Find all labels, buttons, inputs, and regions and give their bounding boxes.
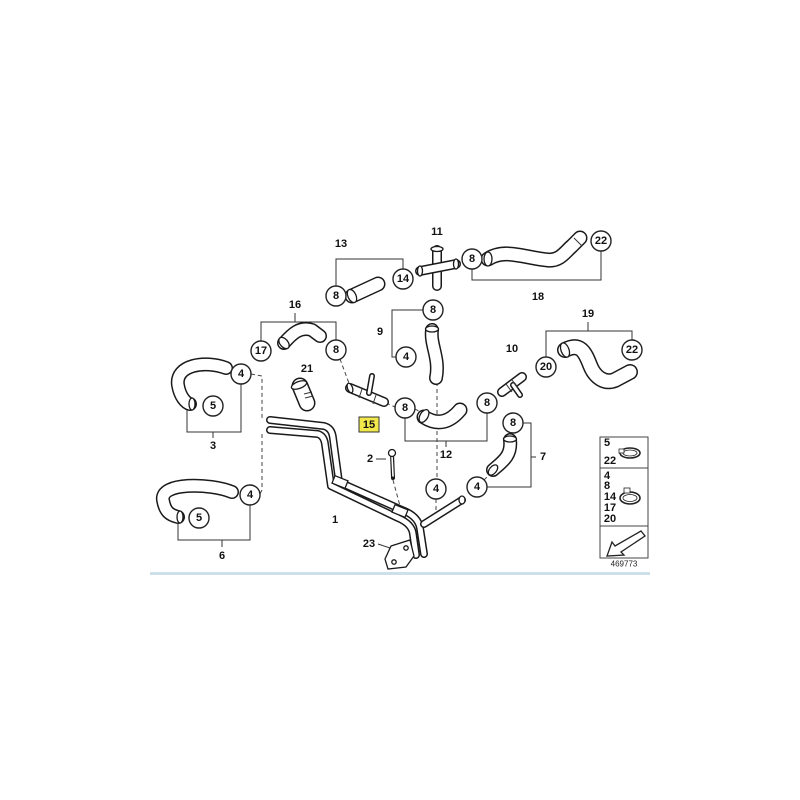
callout-8: 8 (476, 392, 498, 414)
callout-label: 5 (196, 512, 202, 524)
callout-8: 8 (325, 339, 347, 361)
hose-7 (486, 433, 518, 477)
label-2: 2 (367, 453, 373, 465)
bracket-23 (384, 539, 415, 570)
label-10: 10 (506, 343, 518, 355)
arrow-icon (606, 530, 646, 557)
callout-label: 8 (430, 304, 436, 316)
callout-8: 8 (502, 412, 524, 434)
callout-8: 8 (325, 285, 347, 307)
label-9: 9 (377, 326, 383, 338)
hose-16 (277, 322, 327, 350)
legend-clamp-small-1: 22 (604, 455, 616, 467)
label-15: 15 (363, 419, 375, 431)
highlight-box (358, 416, 380, 433)
callout-label: 4 (247, 489, 254, 501)
callout-label: 8 (484, 397, 490, 409)
callout-label: 14 (397, 273, 410, 285)
sleeve-21 (290, 377, 316, 412)
callout-14: 14 (392, 268, 414, 290)
callout-label: 4 (403, 351, 410, 363)
callout-5: 5 (202, 395, 224, 417)
callout-17: 17 (250, 340, 272, 362)
hose-13 (344, 276, 386, 304)
callout-20: 20 (535, 356, 557, 378)
legend-clamp-large-3: 17 (604, 502, 616, 514)
callout-label: 4 (238, 368, 245, 380)
label-1: 1 (332, 514, 338, 526)
circled-callouts: 14 8 8 22 8 4 17 8 4 5 8 8 8 20 22 4 5 4… (188, 230, 643, 529)
callout-4: 4 (466, 476, 488, 498)
callout-label: 20 (540, 361, 552, 373)
hose-clamp-icon (618, 447, 641, 459)
legend-clamp-large-4: 20 (604, 513, 616, 525)
callout-22: 22 (621, 339, 643, 361)
diagram-number: 469773 (611, 560, 638, 569)
callout-label: 8 (333, 290, 339, 302)
label-12: 12 (440, 449, 452, 461)
callout-22: 22 (590, 230, 612, 252)
callout-label: 8 (402, 402, 408, 414)
hose-6 (156, 478, 239, 524)
callout-4: 4 (425, 478, 447, 500)
pipe-1 (266, 416, 466, 559)
bolt-2 (387, 448, 397, 480)
highlighted-part-15[interactable]: 15 (358, 416, 380, 433)
bracket-lines (177, 251, 633, 549)
hose-18 (480, 230, 588, 268)
label-7: 7 (540, 451, 546, 463)
callout-8: 8 (394, 397, 416, 419)
callout-label: 4 (474, 481, 481, 493)
legend-clamp-large-2: 14 (604, 491, 617, 503)
bottom-divider (150, 572, 650, 575)
callout-label: 4 (433, 483, 440, 495)
callout-label: 17 (255, 345, 267, 357)
callout-label: 5 (210, 400, 216, 412)
legend-clamp-small-0: 5 (604, 437, 610, 449)
callout-label: 8 (469, 253, 475, 265)
connector-10 (497, 372, 527, 398)
label-18: 18 (532, 291, 544, 303)
hose-3 (170, 357, 233, 411)
hose-12 (416, 402, 468, 430)
callout-8: 8 (422, 299, 444, 321)
valve-15 (345, 373, 389, 407)
callout-8: 8 (461, 248, 483, 270)
callout-label: 22 (626, 344, 638, 356)
label-6: 6 (219, 550, 225, 562)
label-11: 11 (431, 226, 443, 238)
callout-label: 8 (510, 417, 516, 429)
label-13: 13 (335, 238, 347, 250)
label-3: 3 (210, 440, 216, 452)
callout-5: 5 (188, 507, 210, 529)
t-connector-11 (415, 245, 461, 291)
label-19: 19 (582, 308, 594, 320)
label-21: 21 (301, 363, 313, 375)
hose-19 (557, 339, 638, 390)
legend-clamp-large-1: 8 (604, 480, 610, 492)
callout-4: 4 (230, 363, 252, 385)
callout-4: 4 (395, 346, 417, 368)
clamp-legend: 5 22 4 8 14 17 20 (599, 436, 649, 559)
hose-clamp-icon (619, 487, 641, 505)
callout-label: 8 (333, 344, 339, 356)
hose-9 (424, 323, 444, 385)
callout-label: 22 (595, 235, 607, 247)
label-23: 23 (363, 538, 375, 550)
label-16: 16 (289, 299, 301, 311)
part-number-labels: 13 11 16 21 9 10 19 18 3 12 7 2 1 6 23 (210, 226, 594, 562)
legend-clamp-large-0: 4 (604, 470, 611, 482)
callout-4: 4 (239, 484, 261, 506)
